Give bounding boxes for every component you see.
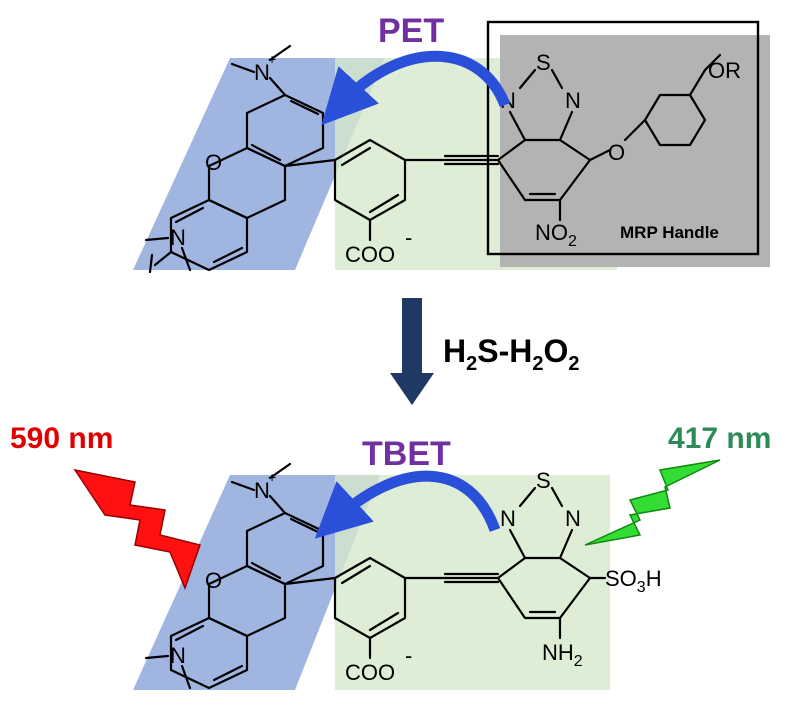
- reaction-arrow-group: H2S-H2O2: [390, 298, 579, 405]
- bottom-o-ring: O: [205, 568, 222, 593]
- mrp-handle-shadow: [500, 35, 770, 267]
- top-n-right: N: [565, 88, 581, 113]
- red-lightning-bolt-icon: [73, 468, 201, 591]
- bottom-n-plus: N: [254, 478, 270, 503]
- bottom-so3h: SO3H: [605, 566, 662, 596]
- bottom-n-left: N: [500, 506, 516, 531]
- bottom-coo: COO: [345, 660, 395, 685]
- tbet-curved-arrow: [314, 470, 501, 539]
- top-coo-minus: -: [405, 225, 412, 250]
- bottom-coo-minus: -: [405, 643, 412, 668]
- pet-curved-arrow: [321, 50, 511, 126]
- top-o-ring: O: [205, 150, 222, 175]
- bottom-molecule: N + O N COO -: [10, 422, 771, 690]
- top-n-plus: N: [254, 60, 270, 85]
- top-n-amine: N: [170, 225, 186, 250]
- bottom-n-right: N: [565, 506, 581, 531]
- top-molecule: N + O N COO -: [133, 12, 770, 274]
- reagent-label: H2S-H2O2: [443, 333, 579, 375]
- top-coo: COO: [345, 242, 395, 267]
- top-no2: NO2: [535, 220, 577, 250]
- excitation-wavelength: 417 nm: [668, 422, 771, 455]
- emission-wavelength: 590 nm: [10, 422, 113, 455]
- top-xanthene: [148, 76, 337, 274]
- top-benzoate: [333, 138, 500, 242]
- bottom-benzoate: [333, 556, 500, 660]
- mrp-handle-box: [486, 20, 760, 256]
- reaction-arrow-shaft: [402, 298, 422, 373]
- bottom-benzothiadiazole: [496, 486, 607, 640]
- reaction-arrow-head: [390, 373, 434, 405]
- top-s: S: [536, 50, 551, 75]
- bottom-nh2: NH2: [542, 640, 583, 670]
- top-or: OR: [708, 58, 741, 83]
- top-o-ether: O: [608, 140, 625, 165]
- bottom-n-amine: N: [170, 643, 186, 668]
- tbet-label: TBET: [362, 435, 451, 473]
- mrp-handle-label: MRP Handle: [620, 223, 719, 242]
- top-benzothiadiazole: [496, 68, 612, 222]
- top-phenoxy: [623, 53, 722, 147]
- green-lightning-bolt-icon: [584, 459, 721, 546]
- bottom-s: S: [536, 468, 551, 493]
- pet-label: PET: [378, 12, 444, 50]
